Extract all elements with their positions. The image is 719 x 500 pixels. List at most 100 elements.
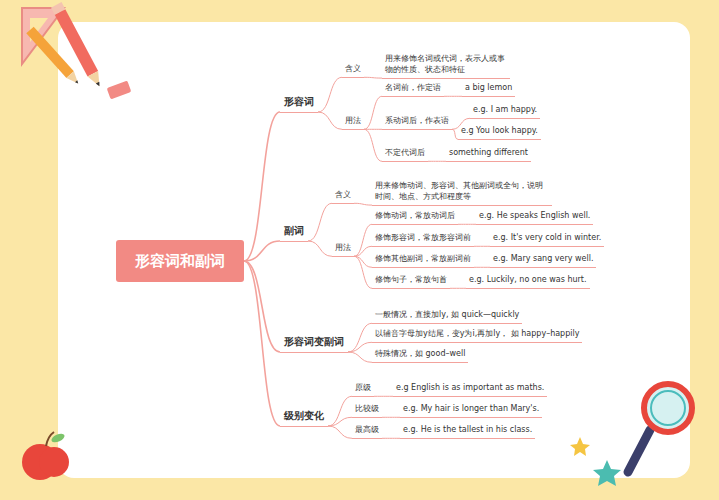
branch-topic: 级别变化 (280, 407, 328, 427)
node-text: a big lemon (465, 83, 512, 92)
node-text: 最高级 (355, 425, 379, 434)
branch-connector (308, 203, 332, 241)
node-text: something different (449, 148, 528, 157)
leaf-item: e.g. It's very cold in winter. (490, 232, 604, 247)
sub-topic: 原级 (352, 382, 374, 397)
leaf-item: e.g. Luckily, no one was hurt. (466, 274, 590, 289)
node-text: e.g. He is the tallest in his class. (403, 425, 532, 434)
star (593, 460, 621, 486)
leaf-item: e.g. Mary sang very well. (490, 253, 596, 268)
leaf-item: 修饰动词，常放动词后 (372, 210, 458, 225)
sub-topic: 用法 (342, 115, 364, 130)
sub-topic: 含义 (332, 189, 354, 204)
leaf-item: something different (446, 147, 531, 162)
leaf-item: 以辅音字母加y结尾，变y为i,再加ly， 如 happy–happily (372, 328, 582, 343)
node-text: 用法 (345, 116, 361, 125)
leaf-item: 特殊情况，如 good–well (372, 348, 468, 363)
branch-connector (450, 288, 466, 289)
branch-connector (354, 256, 372, 288)
apple (22, 432, 69, 480)
branch-connector (244, 241, 280, 261)
node-text: 不定代词后 (385, 148, 425, 157)
pencil (26, 27, 82, 87)
branch-connector (354, 203, 372, 205)
branch-topic: 形容词变副词 (280, 333, 348, 353)
branch-topic: 形容词 (280, 93, 318, 113)
leaf-item: a big lemon (462, 82, 515, 97)
node-text: 形容词变副词 (284, 336, 344, 347)
branch-connector (364, 77, 382, 79)
sub-topic: 比较级 (352, 403, 382, 418)
branch-connector (474, 267, 490, 268)
leaf-item: 修饰形容词，常放形容词前 (372, 232, 474, 247)
leaf-item: e.g English is as important as maths. (393, 382, 547, 397)
node-text: 系动词后，作表语 (385, 116, 449, 125)
node-text: 含义 (335, 190, 351, 199)
eraser (107, 81, 132, 100)
leaf-item: 系动词后，作表语 (382, 115, 452, 130)
node-text: 原级 (355, 383, 371, 392)
branch-connector (308, 241, 332, 256)
node-text: 用来修饰动词、形容词、其他副词或全句，说明时间、地点、方式和程度等 (375, 181, 543, 201)
leaf-item: 用来修饰名词或代词，表示人或事物的性质、状态和特征 (382, 53, 510, 79)
leaf-item: 名词前，作定语 (382, 82, 444, 97)
branch-connector (328, 396, 352, 426)
branch-connector (354, 246, 372, 256)
node-text: 用来修饰名词或代词，表示人或事物的性质、状态和特征 (385, 54, 505, 74)
node-text: e.g. My hair is longer than Mary's. (403, 404, 539, 413)
node-text: 名词前，作定语 (385, 83, 441, 92)
branch-connector (328, 426, 352, 438)
branch-connector (428, 161, 446, 162)
node-text: 副词 (284, 225, 304, 236)
leaf-item: e.g. I am happy. (470, 104, 540, 119)
white-panel (58, 22, 690, 478)
node-text: 用法 (335, 243, 351, 252)
node-text: e.g. He speaks English well. (479, 211, 590, 220)
branch-connector (328, 417, 352, 426)
branch-connector (348, 352, 372, 362)
sub-topic: 最高级 (352, 424, 382, 439)
node-text: 比较级 (355, 404, 379, 413)
branch-connector (244, 112, 280, 261)
branch-connector (364, 96, 382, 129)
branch-topic: 副词 (280, 222, 308, 242)
branch-connector (474, 246, 490, 247)
node-text: 修饰形容词，常放形容词前 (375, 233, 471, 242)
node-text: e.g. It's very cold in winter. (493, 233, 601, 242)
branch-connector (348, 323, 372, 352)
node-text: e.g English is as important as maths. (396, 383, 544, 392)
pencil (51, 2, 105, 89)
branch-connector (458, 224, 476, 225)
leaf-item: 不定代词后 (382, 147, 428, 162)
branch-connector (318, 77, 342, 112)
leaf-item: 修饰其他副词，常放副词前 (372, 253, 474, 268)
leaf-item: e.g. My hair is longer than Mary's. (400, 403, 542, 418)
branch-connector (318, 112, 342, 129)
node-text: 修饰句子，常放句首 (375, 275, 447, 284)
node-text: 特殊情况，如 good–well (375, 349, 465, 358)
leaf-item: e.g You look happy. (458, 125, 541, 140)
branch-connector (354, 224, 372, 256)
node-text: 修饰其他副词，常放副词前 (375, 254, 471, 263)
magnifier (628, 384, 692, 472)
leaf-item: e.g. He speaks English well. (476, 210, 593, 225)
leaf-item: 修饰句子，常放句首 (372, 274, 450, 289)
sub-topic: 含义 (342, 63, 364, 78)
node-text: 形容词和副词 (135, 251, 225, 271)
branch-connector (444, 96, 462, 97)
sub-topic: 用法 (332, 242, 354, 257)
node-text: 一般情况，直接加ly, 如 quick—quickly (375, 310, 519, 319)
branch-connector (354, 256, 372, 267)
leaf-item: 一般情况，直接加ly, 如 quick—quickly (372, 309, 522, 324)
branch-connector (244, 261, 280, 426)
branch-connector (364, 129, 382, 161)
node-text: 级别变化 (284, 410, 324, 421)
node-text: 含义 (345, 64, 361, 73)
node-text: 修饰动词，常放动词后 (375, 211, 455, 220)
node-text: e.g. I am happy. (473, 105, 537, 114)
branch-connector (382, 417, 400, 418)
branch-connector (374, 396, 393, 397)
node-text: e.g You look happy. (461, 126, 538, 135)
